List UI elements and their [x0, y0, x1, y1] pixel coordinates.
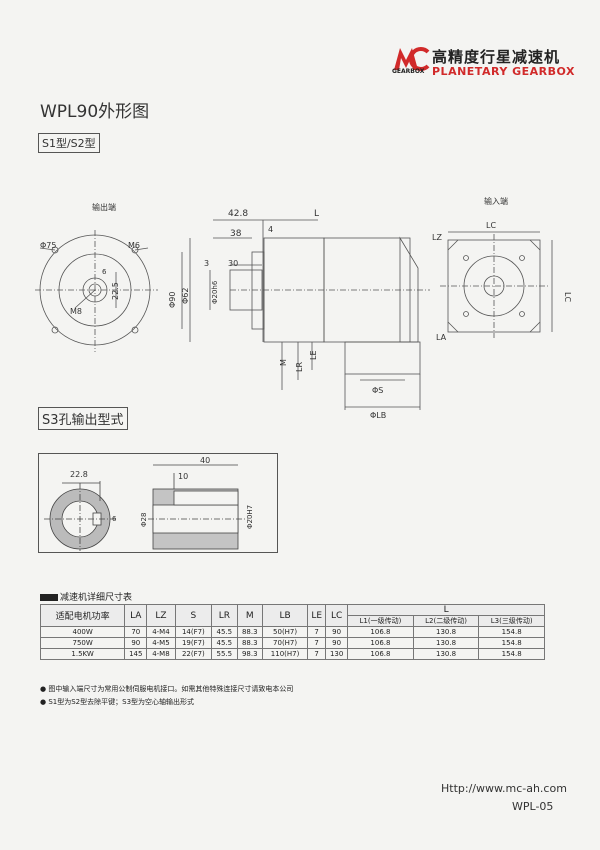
svg-text:Φ62: Φ62 [181, 288, 190, 304]
svg-text:38: 38 [230, 229, 242, 239]
svg-text:LR: LR [295, 362, 304, 372]
svg-text:22.8: 22.8 [70, 470, 88, 479]
footer-url[interactable]: Http://www.mc-ah.com [441, 782, 567, 795]
svg-text:Φ20H7: Φ20H7 [246, 505, 254, 529]
output-end-label: 输出端 [92, 202, 116, 212]
type-tag: S1型/S2型 [38, 133, 100, 153]
svg-text:22.5: 22.5 [111, 282, 120, 300]
page-title: WPL90外形图 [40, 102, 150, 122]
svg-text:ΦS: ΦS [372, 386, 383, 395]
s3-drawing: 22.8 6 40 10 Φ28 Φ20H7 [38, 453, 278, 553]
svg-text:6: 6 [112, 515, 117, 523]
svg-text:Φ20h6: Φ20h6 [211, 280, 219, 304]
svg-text:6: 6 [102, 268, 107, 276]
brand-name-cn: 高精度行星减速机 [432, 48, 561, 66]
notes: ● 图中输入端尺寸为常用公制伺服电机接口。如需其他特殊连接尺寸请致电本公司 ● … [40, 683, 293, 709]
svg-text:10: 10 [178, 472, 188, 481]
s3-title: S3孔输出型式 [38, 407, 128, 430]
brand-logo-icon [394, 47, 430, 71]
svg-text:42.8: 42.8 [228, 209, 248, 219]
spec-table: 适配电机功率 LA LZ S LR M LB LE LC L L1(一级传动) … [39, 604, 545, 660]
svg-text:M: M [279, 359, 288, 366]
svg-text:LC: LC [486, 221, 496, 230]
svg-text:LE: LE [309, 350, 318, 360]
svg-text:4: 4 [268, 225, 273, 234]
svg-text:40: 40 [200, 456, 210, 465]
note-line: ● 图中输入端尺寸为常用公制伺服电机接口。如需其他特殊连接尺寸请致电本公司 [40, 685, 294, 693]
svg-text:3: 3 [204, 259, 209, 268]
table-title: 减速机详细尺寸表 [40, 590, 132, 603]
svg-text:M8: M8 [70, 307, 82, 316]
svg-text:LZ: LZ [432, 233, 442, 242]
brand-name-en: PLANETARY GEARBOX [432, 65, 575, 78]
note-line: ● S1型为S2型去除平键；S3型为空心轴输出形式 [40, 698, 195, 706]
gearbox-drawing: 输出端 输入端 Φ75 M6 M8 6 22.5 42.8 L 38 4 3 3… [35, 196, 572, 420]
brand-logo-sub: GEARBOX [392, 68, 425, 75]
svg-text:ΦLB: ΦLB [370, 411, 386, 420]
svg-text:LA: LA [436, 333, 447, 342]
input-end-label: 输入端 [484, 196, 508, 206]
page-number: WPL-05 [512, 800, 554, 813]
svg-text:L: L [314, 209, 319, 219]
svg-text:30: 30 [228, 259, 238, 268]
svg-text:Φ90: Φ90 [168, 292, 177, 308]
svg-text:Φ28: Φ28 [140, 513, 148, 527]
svg-text:Φ75: Φ75 [40, 241, 56, 250]
svg-text:M6: M6 [128, 241, 140, 250]
svg-text:LC: LC [563, 292, 572, 302]
